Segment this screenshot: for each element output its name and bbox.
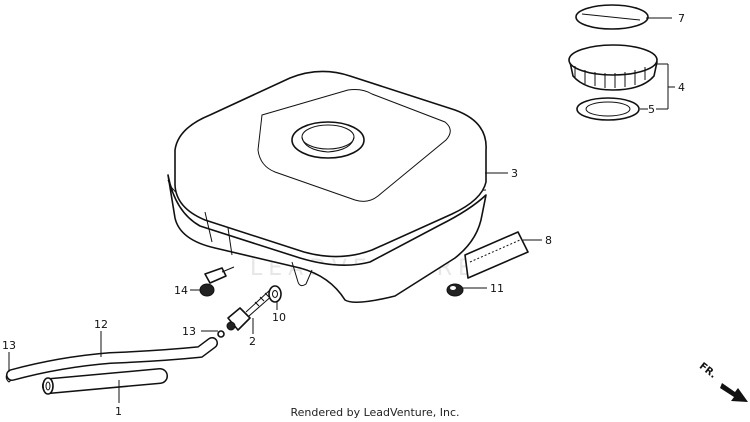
callout-8: 8 <box>545 234 552 247</box>
hose-clip[interactable] <box>217 330 225 338</box>
front-direction-arrow: FR. <box>697 361 748 402</box>
callout-13-lower: 13 <box>2 339 16 352</box>
valve-washer[interactable] <box>268 285 282 303</box>
fuel-valve[interactable] <box>226 289 275 331</box>
callout-7: 7 <box>678 12 685 25</box>
fuel-cap-assembly[interactable] <box>568 4 658 121</box>
callout-14: 14 <box>174 284 188 297</box>
callout-10: 10 <box>272 311 286 324</box>
leader-lines <box>8 17 675 403</box>
callout-12: 12 <box>94 318 108 331</box>
arrow-icon <box>720 383 748 402</box>
callout-13-upper: 13 <box>182 325 196 338</box>
cap-gasket[interactable] <box>576 97 640 121</box>
fuel-fitting[interactable] <box>199 266 235 297</box>
callout-4: 4 <box>678 81 685 94</box>
fuel-tube[interactable] <box>42 368 168 395</box>
callout-2: 2 <box>249 335 256 348</box>
callout-3: 3 <box>511 167 518 180</box>
callout-5: 5 <box>648 103 655 116</box>
footer-credit: Rendered by LeadVenture, Inc. <box>290 406 459 419</box>
callout-11: 11 <box>490 282 504 295</box>
drain-bolt[interactable] <box>446 283 464 297</box>
fuel-tank[interactable] <box>167 70 487 304</box>
direction-label: FR. <box>697 361 718 381</box>
callout-1: 1 <box>115 405 122 418</box>
tank-label[interactable] <box>464 231 529 279</box>
